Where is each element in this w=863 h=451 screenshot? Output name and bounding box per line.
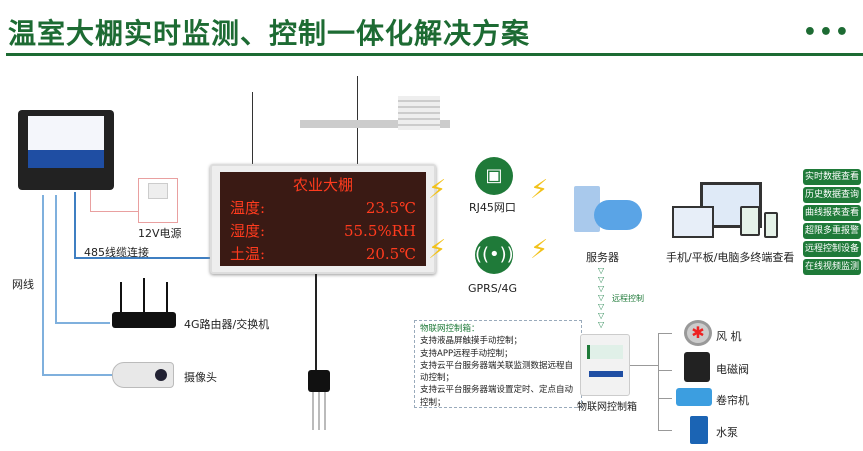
device-label: 水泵 xyxy=(716,426,738,439)
network-cable-label: 网线 xyxy=(12,278,34,291)
connector-line xyxy=(658,333,659,431)
iot-box-description: 物联网控制箱： 支持液晶屏触摸手动控制； 支持APP远程手动控制； 支持云平台服… xyxy=(414,320,582,408)
led-humidity-value: 55.5%RH xyxy=(343,222,416,240)
laptop-image xyxy=(672,206,714,238)
router-antenna xyxy=(166,282,168,312)
power-wire xyxy=(90,211,138,212)
sensor-cable xyxy=(315,274,317,374)
wireless-bolt-icon: ⚡ xyxy=(530,235,549,265)
router-image xyxy=(112,312,176,328)
wireless-bolt-icon: ⚡ xyxy=(428,235,447,265)
device-label: 电磁阀 xyxy=(716,363,749,376)
power-label: 12V电源 xyxy=(138,227,182,240)
iot-desc-line: 支持APP远程手动控制； xyxy=(420,348,513,359)
iot-desc-line: 支持云平台服务器端关联监测数据远程自动控制； xyxy=(420,360,574,384)
feature-tag: 历史数据查询 xyxy=(803,187,861,203)
network-cable xyxy=(42,195,44,375)
led-title: 农业大棚 xyxy=(292,176,353,194)
connector-line xyxy=(658,370,672,371)
rj45-label: RJ45网口 xyxy=(469,201,516,214)
solenoid-valve-icon xyxy=(684,352,710,382)
connector-line xyxy=(658,333,672,334)
iot-desc-line: 支持云平台服务器端设置定时、定点自动控制； xyxy=(420,385,574,408)
roller-motor-icon xyxy=(676,388,712,406)
remote-control-label: 远程控制 xyxy=(612,294,644,303)
connector-line xyxy=(658,398,672,399)
led-soil-temp-label: 土温: xyxy=(230,245,266,263)
wireless-bolt-icon: ⚡ xyxy=(428,175,447,205)
led-humidity-label: 湿度: xyxy=(230,222,266,240)
phone-image xyxy=(764,212,778,238)
soil-sensor-image xyxy=(308,370,330,392)
tablet-image xyxy=(740,206,760,236)
more-menu-icon[interactable]: ••• xyxy=(802,20,851,45)
page-title: 温室大棚实时监测、控制一体化解决方案 xyxy=(8,17,531,50)
router-antenna xyxy=(120,282,122,312)
iot-box-label: 物联网控制箱 xyxy=(577,402,637,413)
cellular-signal-icon: ((•)) xyxy=(475,236,514,274)
camera-label: 摄像头 xyxy=(184,371,217,384)
camera-image xyxy=(112,362,174,388)
network-cable xyxy=(55,322,110,324)
router-antenna xyxy=(143,278,145,312)
antenna xyxy=(252,92,253,164)
feature-tag: 超限多重报警 xyxy=(803,223,861,239)
power-wire xyxy=(90,190,91,212)
led-soil-temp-value: 20.5℃ xyxy=(365,245,416,263)
ethernet-port-icon: ▣ xyxy=(475,157,513,195)
terminals-label: 手机/平板/电脑多终端查看 xyxy=(666,251,795,264)
feature-tag: 曲线报表查看 xyxy=(803,205,861,221)
cloud-icon xyxy=(594,200,642,230)
iot-control-box-image xyxy=(580,334,630,396)
server-label: 服务器 xyxy=(586,251,619,264)
rs485-label: 485线缆连接 xyxy=(84,246,149,259)
weather-shield-icon xyxy=(398,96,440,130)
iot-desc-heading: 物联网控制箱： xyxy=(420,324,480,334)
led-temp-value: 23.5℃ xyxy=(365,199,416,217)
led-temp-label: 温度: xyxy=(230,199,266,217)
device-label: 卷帘机 xyxy=(716,394,749,407)
connector-line xyxy=(658,430,672,431)
rs485-cable xyxy=(74,192,76,258)
fan-icon: ✱ xyxy=(684,320,712,346)
water-pump-icon xyxy=(690,416,708,444)
wireless-bolt-icon: ⚡ xyxy=(530,175,549,205)
network-cable xyxy=(42,374,112,376)
title-divider xyxy=(6,53,863,56)
soil-probe xyxy=(312,392,326,430)
feature-tag: 在线视频监测 xyxy=(803,259,861,275)
gprs-label: GPRS/4G xyxy=(468,282,518,295)
feature-tag: 实时数据查看 xyxy=(803,169,861,185)
network-cable xyxy=(55,195,57,323)
led-display: 农业大棚 温度: 23.5℃ 湿度: 55.5%RH 土温: 20.5℃ xyxy=(210,164,436,274)
feature-tag: 远程控制设备 xyxy=(803,241,861,257)
router-label: 4G路由器/交换机 xyxy=(184,318,270,331)
sensor-bracket xyxy=(300,120,450,128)
data-collector-device xyxy=(18,110,114,190)
remote-control-arrow: ▽▽▽▽▽▽▽ xyxy=(598,266,605,329)
device-label: 风 机 xyxy=(716,330,742,343)
connector-line xyxy=(630,365,658,366)
iot-desc-line: 支持液晶屏触摸手动控制； xyxy=(420,336,523,347)
power-adapter-image xyxy=(138,178,178,223)
rs485-cable xyxy=(74,257,212,259)
